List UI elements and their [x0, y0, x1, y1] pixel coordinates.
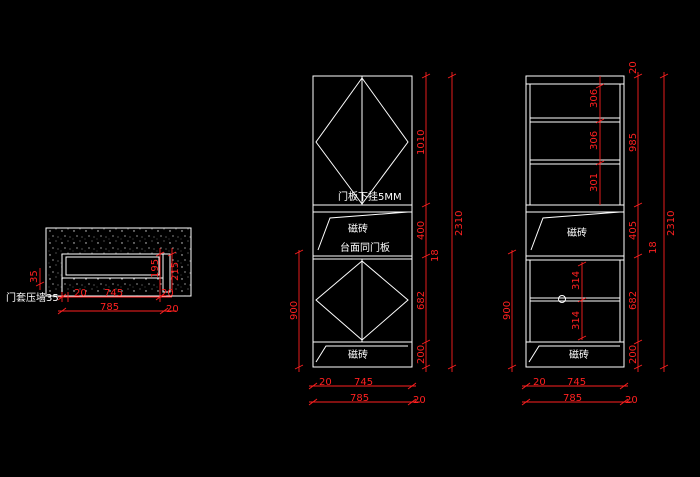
dim-20-top: 20: [628, 61, 639, 74]
dim-900-b: 900: [502, 301, 513, 320]
dim-20-left: 20: [74, 288, 87, 299]
label-tile-b1: 磁砖: [567, 226, 587, 239]
dim-215: 215: [170, 262, 181, 281]
dim-20-a2: 20: [413, 395, 426, 406]
dim-2310-b: 2310: [666, 211, 677, 236]
dim-18: 18: [430, 249, 441, 262]
label-door-hang: 门板下挂5MM: [338, 190, 402, 203]
dim-682: 682: [416, 291, 427, 310]
dim-400: 400: [416, 221, 427, 240]
dim-20-b: 20: [533, 377, 546, 388]
dim-1010: 1010: [416, 130, 427, 155]
dim-985: 985: [628, 133, 639, 152]
cabinet-a-elevation: 门板下挂5MM 磁砖 台面同门板 磁砖 1010 400 18 682 200: [289, 72, 465, 406]
door-frame-right: [162, 253, 171, 293]
dim-20-right: 20: [161, 288, 174, 299]
dim-682-b: 682: [628, 291, 639, 310]
dim-785-b: 785: [563, 393, 582, 404]
cabinet-b-elevation: 磁砖 磁砖 306 306 301 314 314: [502, 61, 677, 406]
plan-dimensions: 35 195 215 20 745 20 785 20: [29, 248, 181, 315]
dim-35: 35: [29, 270, 40, 283]
dim-314-a: 314: [571, 271, 582, 290]
label-tile-2: 磁砖: [348, 348, 368, 361]
dim-306-a: 306: [589, 89, 600, 108]
dim-314-b: 314: [571, 311, 582, 330]
dim-200-b: 200: [628, 345, 639, 364]
dim-301: 301: [589, 173, 600, 192]
plan-view: 35 195 215 20 745 20 785 20 门套压墙35: [6, 227, 192, 315]
dim-900: 900: [289, 301, 300, 320]
dim-745: 745: [104, 288, 123, 299]
dim-785: 785: [100, 302, 119, 313]
dim-745-a: 745: [354, 377, 373, 388]
dim-200: 200: [416, 345, 427, 364]
label-tile-1: 磁砖: [348, 222, 368, 235]
dim-18-b: 18: [648, 241, 659, 254]
dim-785-a: 785: [350, 393, 369, 404]
sink-opening: [61, 253, 164, 279]
dim-20-b2: 20: [625, 395, 638, 406]
dim-745-b: 745: [567, 377, 586, 388]
dim-405: 405: [628, 221, 639, 240]
knob: [558, 295, 566, 303]
dim-2310: 2310: [454, 211, 465, 236]
cabinet-a-dimensions: 1010 400 18 682 200 2310 900 20 745 785 …: [289, 72, 465, 406]
label-tile-b2: 磁砖: [569, 348, 589, 361]
dim-20-a: 20: [319, 377, 332, 388]
cabinet-b-dimensions: 306 306 301 314 314 20 985 405 18 682 20…: [502, 61, 677, 406]
door-frame-note: 门套压墙35: [6, 291, 59, 304]
dim-195: 195: [150, 259, 161, 278]
dim-20-far: 20: [166, 304, 179, 315]
dim-306-b: 306: [589, 131, 600, 150]
label-countertop-same-door: 台面同门板: [340, 241, 390, 254]
